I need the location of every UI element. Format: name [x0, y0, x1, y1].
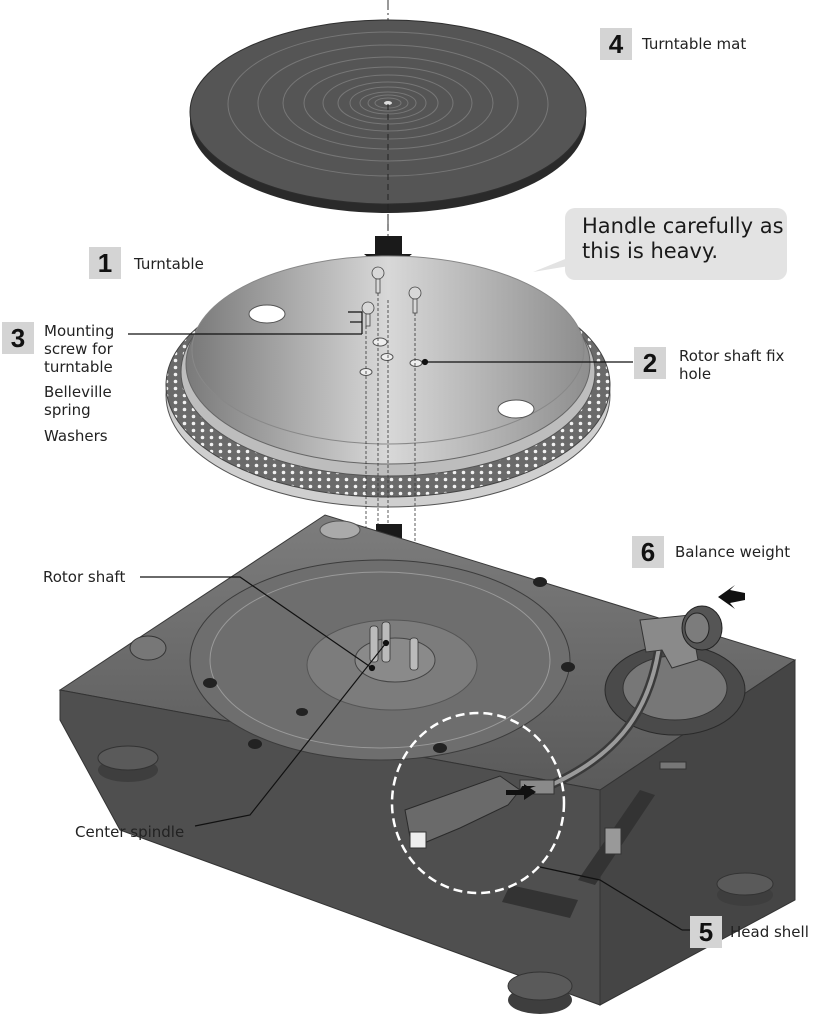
part-3-label-line-1: Mounting [44, 322, 115, 340]
belleville-spring-label: Belleville spring [44, 383, 112, 419]
part-3-label-line-3: turntable [44, 358, 113, 376]
warning-callout-text: Handle carefully as this is heavy. [582, 214, 784, 264]
part-2-label-line-2: hole [679, 365, 712, 383]
turntable-base-drawing [58, 514, 797, 1014]
callout-line-1: Handle carefully as [582, 214, 784, 238]
belleville-line-1: Belleville [44, 383, 112, 401]
part-2-label: Rotor shaft fix hole [679, 347, 784, 383]
part-5-label: Head shell [730, 923, 809, 941]
rotor-shaft-label: Rotor shaft [43, 568, 126, 586]
callout-line-2: this is heavy. [582, 239, 719, 263]
tonearm-drawing [404, 585, 745, 849]
part-3-label-line-2: screw for [44, 340, 113, 358]
part-4-label: Turntable mat [642, 35, 747, 53]
part-6-label: Balance weight [675, 543, 791, 561]
turntable-mat-drawing [189, 19, 587, 213]
part-2-number: 2 [634, 347, 666, 379]
part-5-number: 5 [690, 916, 722, 948]
belleville-line-2: spring [44, 401, 91, 419]
part-1-number: 1 [89, 247, 121, 279]
part-1-label: Turntable [134, 255, 204, 273]
turntable-platter-drawing [165, 255, 611, 640]
washers-label: Washers [44, 427, 108, 445]
leader-lines [128, 311, 695, 931]
part-3-label: Mounting screw for turntable [44, 322, 114, 376]
warning-callout [565, 208, 787, 280]
part-2-label-line-1: Rotor shaft fix [679, 347, 785, 365]
part-3-number: 3 [2, 322, 34, 354]
part-6-number: 6 [632, 536, 664, 568]
center-spindle-label: Center spindle [75, 823, 185, 841]
part-4-number: 4 [600, 28, 632, 60]
